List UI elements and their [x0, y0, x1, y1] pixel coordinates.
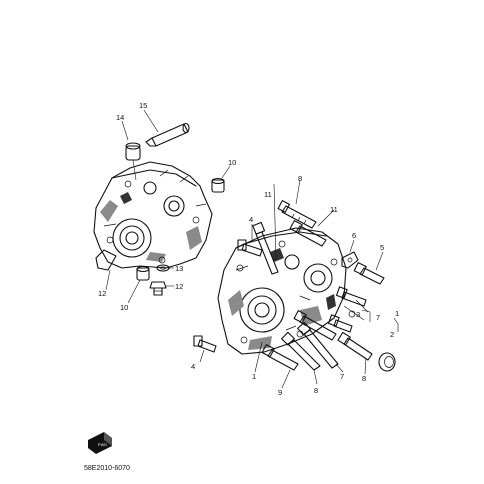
clip-part-6	[341, 251, 359, 269]
callout-9: 9	[278, 388, 282, 397]
callout-numbers: 14 15 10 8 11 11 4 6 5 13 12 12 10 3 7 1…	[98, 101, 399, 397]
bolt-part-7-upper	[293, 310, 337, 341]
callout-1-right: 1	[395, 309, 399, 318]
callout-8-middle: 8	[314, 386, 318, 395]
right-crankcase	[217, 227, 347, 355]
bolt-part-5	[353, 262, 385, 285]
callout-8-right: 8	[362, 374, 366, 383]
bolt-part-4-lower	[193, 335, 217, 353]
callout-16: 15	[139, 101, 147, 110]
forward-arrow-icon: FWD	[88, 432, 112, 454]
part-code: 58E2010-6070	[84, 465, 130, 472]
callout-1: 1	[252, 372, 256, 381]
callout-11-right: 11	[330, 205, 338, 214]
bolt-part-11-right	[289, 220, 327, 247]
callout-15: 14	[116, 113, 124, 122]
bolt-part-3	[327, 310, 356, 333]
callout-4-upper: 4	[249, 215, 253, 224]
plug-part-13	[149, 281, 167, 296]
callout-8-top: 8	[298, 174, 302, 183]
collar-part-10-upper	[211, 177, 225, 193]
callout-10-lower: 10	[120, 303, 128, 312]
callout-11-left: 11	[264, 190, 272, 199]
plug-part-2	[378, 352, 396, 372]
callout-7-upper: 7	[376, 313, 380, 322]
bolt-part-9	[261, 344, 299, 371]
left-crankcase	[93, 161, 213, 271]
fwd-label: FWD	[98, 442, 107, 447]
callout-13: 12	[175, 282, 183, 291]
bolt-part-4-upper	[237, 239, 263, 257]
callout-3: 3	[356, 310, 360, 319]
callout-10-upper: 10	[228, 158, 236, 167]
callout-12: 12	[98, 289, 106, 298]
pin-part-16	[145, 122, 190, 147]
cap-part-15	[125, 142, 141, 181]
callout-7-lower: 7	[340, 372, 344, 381]
bolt-part-8-middle	[281, 331, 321, 371]
bolt-part-7-lower	[297, 321, 339, 369]
callout-4-lower: 4	[191, 362, 195, 371]
callout-14: 13	[175, 264, 183, 273]
bolt-part-3-upper	[335, 286, 367, 307]
callout-6: 6	[352, 231, 356, 240]
collar-part-10-lower	[136, 265, 150, 281]
bolt-part-11-left	[252, 221, 279, 275]
bolt-part-8-top	[277, 200, 317, 229]
bolt-part-8-right	[337, 331, 373, 361]
callout-5: 5	[380, 243, 384, 252]
callout-2: 2	[390, 330, 394, 339]
leader-lines	[105, 109, 399, 389]
